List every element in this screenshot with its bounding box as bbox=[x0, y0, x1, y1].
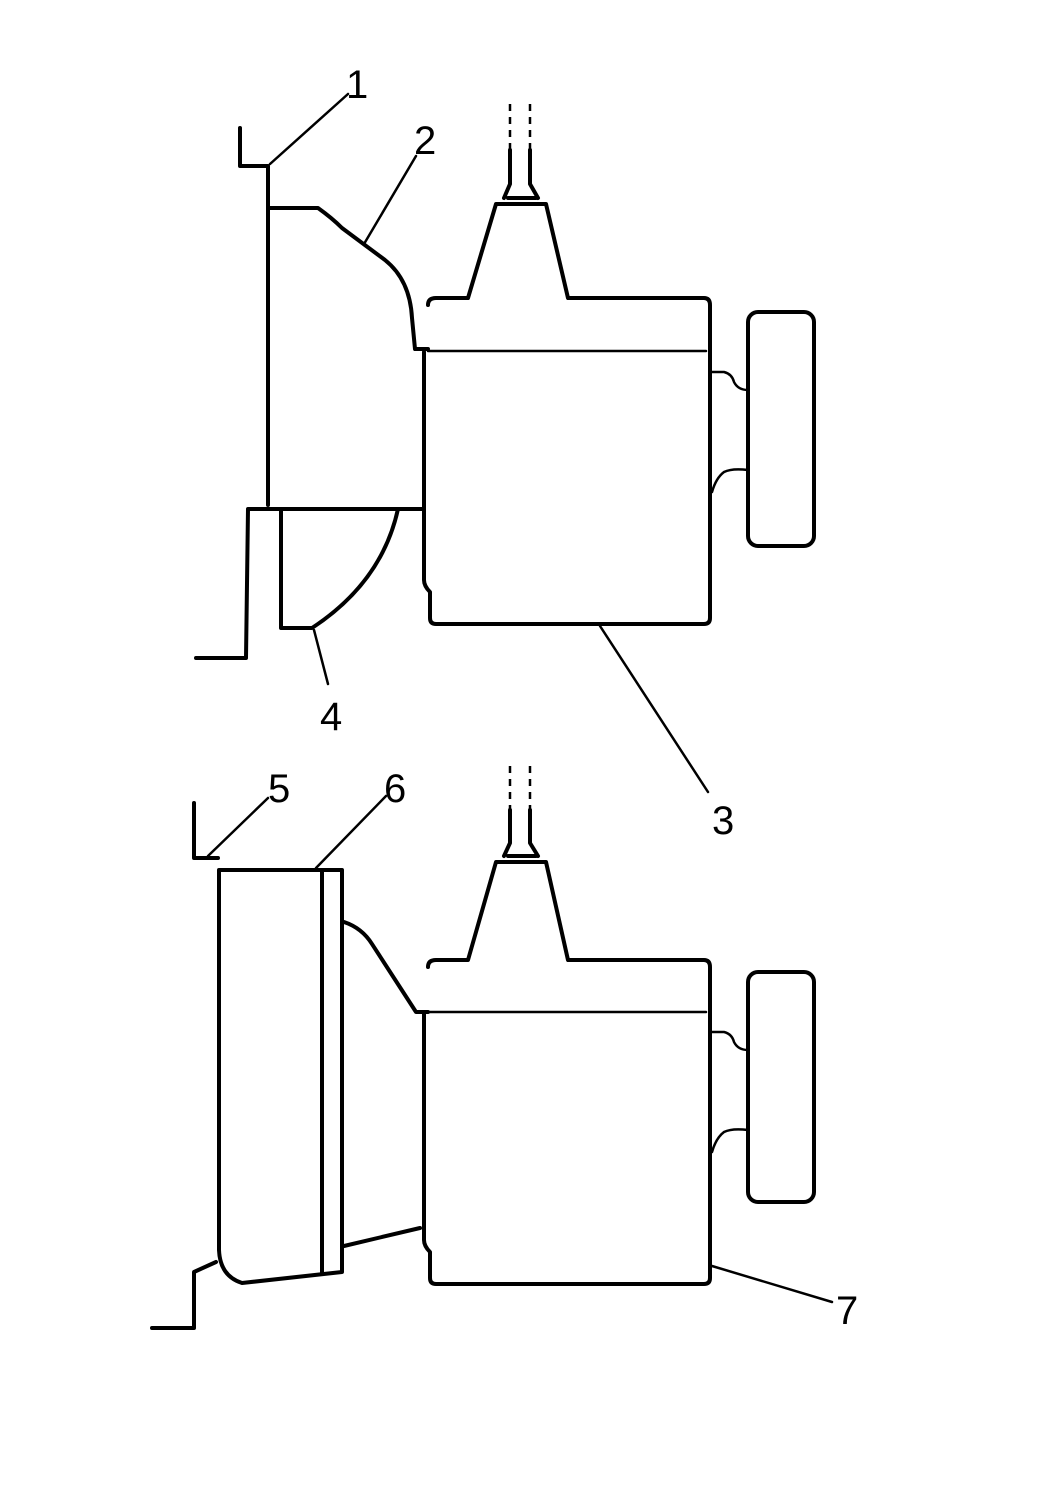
leader-3 bbox=[598, 624, 710, 794]
top-mounting-surface-upper bbox=[238, 126, 270, 507]
top-side-connector-lower bbox=[710, 468, 750, 494]
top-side-connector-upper bbox=[710, 370, 750, 392]
leader-6 bbox=[314, 794, 388, 870]
top-connector-neck bbox=[502, 148, 540, 200]
callout-1: 1 bbox=[346, 63, 368, 107]
callout-3: 3 bbox=[712, 799, 734, 843]
callout-6: 6 bbox=[384, 767, 406, 811]
callout-labels: 1 2 3 4 5 6 7 bbox=[268, 63, 858, 1333]
callout-5: 5 bbox=[268, 767, 290, 811]
top-side-plate bbox=[746, 310, 816, 548]
bottom-view bbox=[150, 766, 816, 1330]
bottom-main-body bbox=[422, 860, 712, 1286]
bottom-connector-neck bbox=[502, 808, 540, 858]
top-mounting-surface-lower bbox=[194, 507, 425, 660]
bottom-adapter-lower bbox=[342, 1226, 422, 1248]
top-adapter-bracket bbox=[268, 206, 430, 351]
leader-1 bbox=[268, 92, 350, 166]
top-main-body bbox=[422, 202, 712, 626]
leader-2 bbox=[362, 154, 418, 246]
leader-5 bbox=[206, 796, 270, 858]
leader-4 bbox=[312, 628, 330, 686]
leader-lines bbox=[206, 92, 834, 1304]
callout-4: 4 bbox=[320, 695, 342, 739]
callout-7: 7 bbox=[836, 1289, 858, 1333]
top-view bbox=[194, 104, 816, 660]
bottom-side-plate bbox=[746, 970, 816, 1204]
bottom-side-connector-upper bbox=[710, 1030, 750, 1052]
leader-7 bbox=[710, 1264, 834, 1304]
bottom-side-connector-lower bbox=[710, 1128, 750, 1154]
bottom-mounting-surface-lower bbox=[150, 1260, 218, 1330]
callout-2: 2 bbox=[414, 119, 436, 163]
bottom-mounting-surface-upper bbox=[192, 801, 220, 860]
top-lower-bracket bbox=[279, 507, 400, 630]
bottom-spacer-plate bbox=[217, 868, 344, 1285]
bottom-adapter-upper bbox=[342, 920, 430, 1014]
